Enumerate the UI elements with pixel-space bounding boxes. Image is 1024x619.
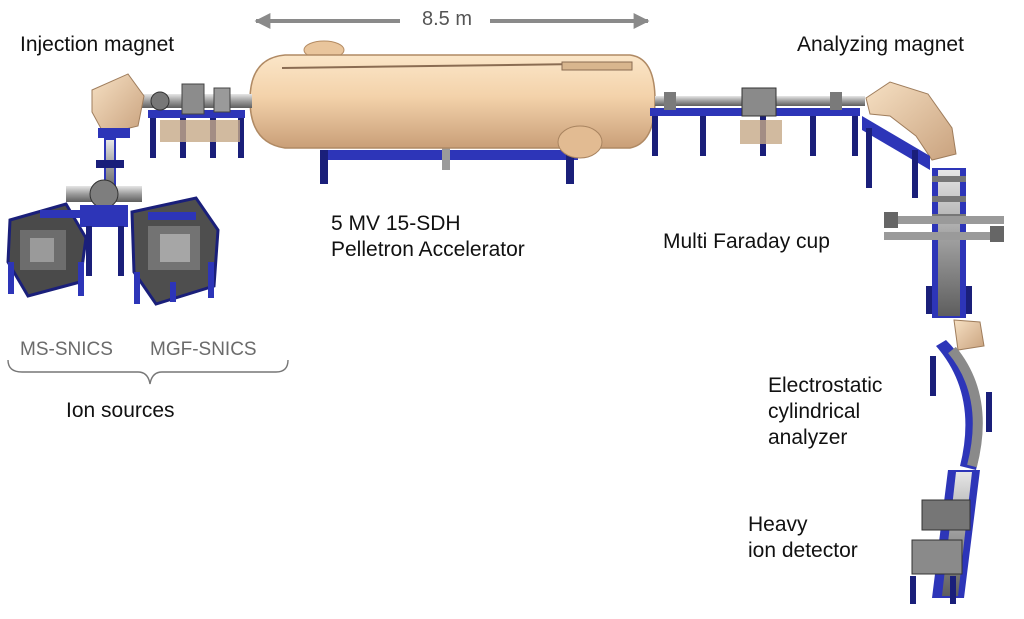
- ion-sources-label: Ion sources: [66, 399, 175, 422]
- injection-magnet-label: Injection magnet: [20, 33, 175, 56]
- detector-label-line1: Heavy: [748, 513, 808, 536]
- dimension-label: 8.5 m: [422, 8, 473, 30]
- ion-sources-brace: [7, 359, 289, 385]
- eca-label-line2: cylindrical: [768, 400, 861, 423]
- accelerator-label-line1: 5 MV 15-SDH: [331, 212, 461, 235]
- faraday-cup-label: Multi Faraday cup: [663, 230, 830, 253]
- high-energy-beamline: [650, 81, 1004, 604]
- detector-label-line2: ion detector: [748, 539, 858, 562]
- ms-snics-label: MS-SNICS: [20, 339, 113, 360]
- accelerator-label-line2: Pelletron Accelerator: [331, 238, 525, 261]
- analyzing-magnet-label: Analyzing magnet: [797, 33, 964, 56]
- pelletron-tank: [249, 40, 656, 184]
- eca-label-line1: Electrostatic: [768, 374, 883, 397]
- eca-label-line3: analyzer: [768, 426, 848, 449]
- low-energy-beamline: [6, 73, 252, 306]
- ms-snics-source: [6, 202, 88, 298]
- mgf-snics-source: [130, 196, 220, 306]
- mgf-snics-label: MGF-SNICS: [150, 339, 257, 360]
